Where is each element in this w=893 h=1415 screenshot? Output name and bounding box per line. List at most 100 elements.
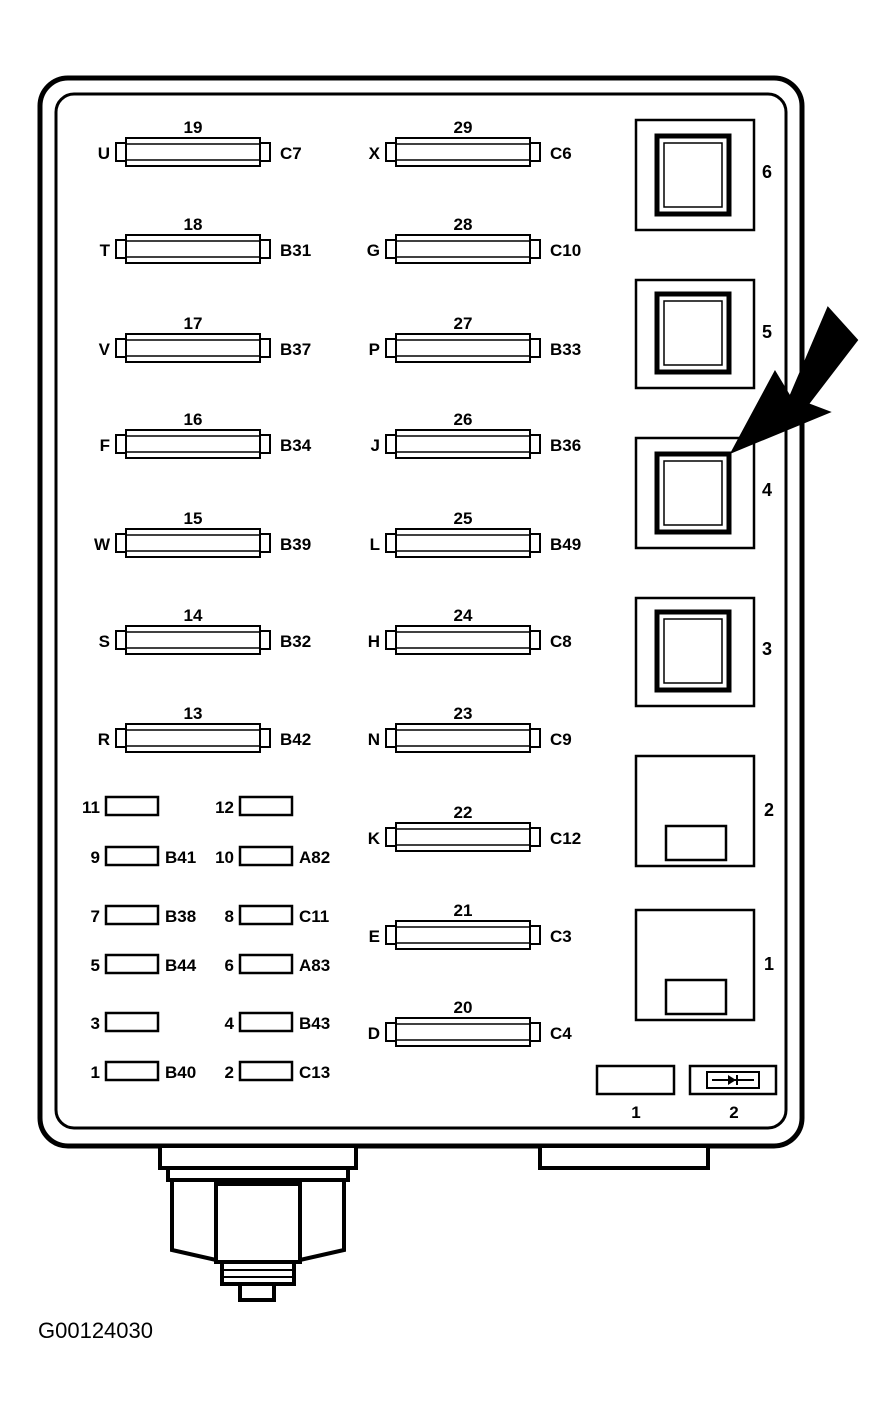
mounting-stud <box>158 1144 358 1302</box>
mini-fuse: 5 B44 <box>91 953 197 975</box>
maxi-fuse-number: 25 <box>454 509 473 528</box>
mini-fuse: 2 C13 <box>225 1060 330 1082</box>
maxi-fuse-number: 18 <box>184 215 203 234</box>
maxi-fuse-right-label: C10 <box>550 241 581 260</box>
mini-fuse-code: A83 <box>299 956 330 975</box>
maxi-fuse-left-label: G <box>367 241 380 260</box>
mini-fuse-number: 7 <box>91 907 100 926</box>
mini-fuse-number: 10 <box>215 848 234 867</box>
maxi-fuse: 29X C6 <box>369 118 572 167</box>
relay-3 <box>634 596 756 708</box>
maxi-fuse-left-label: N <box>368 730 380 749</box>
diode-component <box>688 1064 778 1096</box>
relay-2 <box>634 754 756 868</box>
mini-fuse-number: 3 <box>91 1014 100 1033</box>
mini-fuse: 12 <box>215 795 294 817</box>
maxi-fuse-left-label: T <box>100 241 111 260</box>
maxi-fuse-left-label: R <box>98 730 110 749</box>
mini-fuse: 3 <box>91 1011 160 1033</box>
maxi-fuse-left-label: V <box>99 340 111 359</box>
bottom-item-label: 2 <box>729 1103 738 1122</box>
maxi-fuse: 17V B37 <box>99 314 311 363</box>
mini-fuse: 11 <box>82 795 160 817</box>
maxi-fuse-right-label: B37 <box>280 340 311 359</box>
mini-fuse-code: B43 <box>299 1014 330 1033</box>
mini-fuse: 1 B40 <box>91 1060 196 1082</box>
fuse-box-outer-housing <box>37 75 805 1149</box>
diode-icon <box>728 1075 736 1085</box>
maxi-fuse: 20D C4 <box>368 998 572 1047</box>
mini-fuse-number: 5 <box>91 956 100 975</box>
maxi-fuse-number: 27 <box>454 314 473 333</box>
maxi-fuse-number: 15 <box>184 509 203 528</box>
maxi-fuse-number: 29 <box>454 118 473 137</box>
maxi-fuse-right-label: B33 <box>550 340 581 359</box>
maxi-fuse-right-label: C7 <box>280 144 302 163</box>
maxi-fuse-number: 23 <box>454 704 473 723</box>
maxi-fuse-number: 13 <box>184 704 203 723</box>
maxi-fuse-number: 19 <box>184 118 203 137</box>
maxi-fuse-right-label: C12 <box>550 829 581 848</box>
bottom-component-1 <box>595 1064 676 1096</box>
maxi-fuse: 25L B49 <box>370 509 581 558</box>
relay-label: 3 <box>762 639 772 659</box>
maxi-fuse-left-label: L <box>370 535 380 554</box>
maxi-fuse-left-label: S <box>99 632 110 651</box>
maxi-fuse-number: 17 <box>184 314 203 333</box>
mini-fuse-number: 6 <box>225 956 234 975</box>
maxi-fuse-right-label: B42 <box>280 730 311 749</box>
maxi-fuse-left-label: J <box>371 436 380 455</box>
maxi-fuse-left-label: D <box>368 1024 380 1043</box>
relay-5 <box>634 278 756 390</box>
mini-fuse: 10 A82 <box>215 845 330 867</box>
maxi-fuse-left-label: X <box>369 144 381 163</box>
mini-fuse-number: 2 <box>225 1063 234 1082</box>
maxi-fuse-left-label: H <box>368 632 380 651</box>
maxi-fuse-number: 22 <box>454 803 473 822</box>
maxi-fuse-number: 20 <box>454 998 473 1017</box>
maxi-fuse-right-label: B36 <box>550 436 581 455</box>
mounting-tab <box>538 1144 710 1170</box>
maxi-fuse: 21E C3 <box>369 901 572 950</box>
mini-fuse-code: B40 <box>165 1063 196 1082</box>
relay-6 <box>634 118 756 232</box>
maxi-fuse-left-label: F <box>100 436 110 455</box>
maxi-fuse-right-label: C6 <box>550 144 572 163</box>
maxi-fuse-right-label: C4 <box>550 1024 572 1043</box>
relay-label: 2 <box>764 800 774 820</box>
relay-label: 6 <box>762 162 772 182</box>
maxi-fuse-right-label: C3 <box>550 927 572 946</box>
mini-fuse-number: 1 <box>91 1063 100 1082</box>
mini-fuse-number: 12 <box>215 798 234 817</box>
mini-fuse-code: B44 <box>165 956 197 975</box>
maxi-fuse-number: 21 <box>454 901 473 920</box>
mini-fuse-code: B41 <box>165 848 196 867</box>
figure-code: G00124030 <box>38 1318 153 1343</box>
mini-fuse-code: A82 <box>299 848 330 867</box>
maxi-fuse-right-label: B49 <box>550 535 581 554</box>
relay-label: 5 <box>762 322 772 342</box>
maxi-fuse-number: 24 <box>454 606 473 625</box>
mini-fuse-code: C13 <box>299 1063 330 1082</box>
fuse-box-inner-panel <box>54 92 788 1130</box>
arrow-icon <box>729 306 859 454</box>
maxi-fuse: 13R B42 <box>98 704 311 753</box>
maxi-fuse-right-label: B32 <box>280 632 311 651</box>
maxi-fuse-number: 16 <box>184 410 203 429</box>
maxi-fuse-left-label: E <box>369 927 380 946</box>
